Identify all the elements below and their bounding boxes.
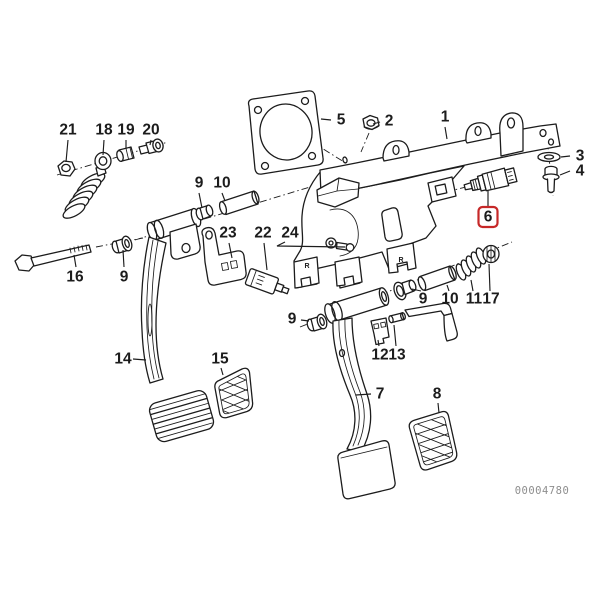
callout-4-bolt: 4 bbox=[576, 163, 585, 180]
leader-line-support-bracket bbox=[228, 242, 233, 259]
clutch-pedal-foot bbox=[148, 390, 215, 443]
callout-3-washer: 3 bbox=[576, 148, 585, 165]
washer-3 bbox=[537, 151, 561, 163]
leader-line-retaining-nut bbox=[488, 263, 491, 292]
leader-line-bushing-left bbox=[122, 249, 125, 268]
callout-7-brake-pedal: 7 bbox=[376, 386, 385, 403]
leader-line-washer bbox=[560, 155, 571, 158]
bushing-9-left bbox=[111, 235, 133, 254]
clutch-switch-6 bbox=[463, 167, 518, 192]
leader-line-hex-nut bbox=[65, 139, 69, 163]
nut-2 bbox=[362, 114, 380, 131]
bracket-23 bbox=[201, 226, 247, 286]
callout-16-pivot-bolt: 16 bbox=[66, 269, 84, 286]
leader-line-clutch-pedal-pad bbox=[220, 367, 224, 376]
nut-17 bbox=[482, 244, 500, 264]
callout-13-pin: 13 bbox=[388, 347, 406, 364]
callout-14-clutch-pedal: 14 bbox=[114, 351, 132, 368]
callout-21-hex-nut: 21 bbox=[59, 122, 77, 139]
pin-13 bbox=[388, 312, 406, 324]
callout-18-stop-collar: 18 bbox=[95, 122, 113, 139]
stop-light-switch-22 bbox=[244, 268, 290, 295]
callout-20-stop-bolt: 20 bbox=[142, 122, 159, 139]
nut-19 bbox=[116, 146, 135, 163]
bushing-9-upper bbox=[195, 204, 214, 221]
clutch-pedal-pad-15 bbox=[214, 367, 254, 419]
collar-18 bbox=[94, 151, 112, 171]
leader-line-gasket bbox=[320, 118, 332, 121]
leader-line-retaining-clip bbox=[377, 339, 380, 347]
leader-line-pivot-tube-upper bbox=[221, 192, 226, 202]
leader-line-bushing-right bbox=[411, 288, 422, 292]
clutch-pedal-bracket bbox=[169, 223, 201, 260]
callout-24-pivot-pin: 24 bbox=[281, 225, 299, 242]
pedal-bracket-frame-1 bbox=[293, 112, 561, 289]
bolt-20 bbox=[138, 138, 164, 155]
leader-line-pivot-tube-right bbox=[446, 284, 450, 292]
brake-pedal-pad-8 bbox=[408, 410, 458, 471]
callout-15-clutch-pedal-pad: 15 bbox=[211, 351, 229, 368]
clip-12 bbox=[370, 317, 390, 346]
leader-line-brake-pedal bbox=[355, 393, 372, 396]
frame-marking-R: R bbox=[398, 257, 403, 264]
callout-23-support-bracket: 23 bbox=[219, 225, 237, 242]
callout-9-bushing-brake: 9 bbox=[288, 311, 297, 328]
leader-line-return-spring bbox=[470, 279, 474, 292]
leader-line-clutch-pedal bbox=[132, 358, 147, 361]
leader-line-pivot-bolt bbox=[73, 254, 77, 268]
pedal-stop-assembly bbox=[57, 138, 164, 219]
watermark-part-number: 00004780 bbox=[514, 485, 570, 497]
leader-line-pedal-bracket bbox=[444, 126, 448, 140]
leader-line-bushing-upper bbox=[198, 192, 203, 209]
callout-9-bushing-left: 9 bbox=[120, 269, 129, 286]
frame-marking-R: R bbox=[304, 263, 309, 270]
bolt-4 bbox=[542, 165, 560, 194]
spring-11 bbox=[455, 247, 487, 281]
brake-pedal-plate bbox=[337, 440, 396, 500]
tube-10-right bbox=[417, 265, 457, 292]
leader-line-pivot-pin bbox=[276, 241, 346, 248]
callout-8-brake-pedal-pad: 8 bbox=[433, 386, 442, 403]
callout-2-hex-nut-flanged: 2 bbox=[385, 113, 394, 130]
callout-17-retaining-nut: 17 bbox=[482, 291, 499, 308]
tube-10-upper bbox=[218, 190, 260, 216]
callout-12-retaining-clip: 12 bbox=[371, 347, 388, 364]
clutch-pivot-cluster bbox=[146, 190, 260, 260]
leader-line-stop-bolt bbox=[149, 139, 152, 146]
spring bbox=[62, 172, 106, 219]
leader-line-bolt bbox=[559, 170, 571, 176]
brake-pedal-7 bbox=[324, 287, 396, 500]
leader-line-stop-collar bbox=[102, 139, 105, 156]
bolt-16 bbox=[14, 244, 92, 272]
callout-5-gasket: 5 bbox=[337, 112, 346, 129]
callout-6-clutch-switch: 6 bbox=[484, 209, 493, 226]
callout-1-pedal-bracket: 1 bbox=[441, 109, 450, 126]
nut-21 bbox=[57, 160, 76, 177]
callout-22-stop-light-switch: 22 bbox=[254, 225, 271, 242]
leader-line-stop-light-switch bbox=[263, 242, 268, 271]
gasket-5 bbox=[247, 90, 324, 175]
callout-11-return-spring: 11 bbox=[466, 291, 483, 308]
callout-9-bushing-upper: 9 bbox=[195, 175, 204, 192]
leader-line-brake-pedal-pad bbox=[437, 402, 440, 414]
leader-lines-layer bbox=[65, 118, 571, 414]
switch-striker-lever bbox=[404, 302, 458, 342]
bushing-9-brake bbox=[306, 313, 328, 332]
highlight-box bbox=[477, 205, 499, 229]
clutch-pedal-14 bbox=[140, 236, 215, 443]
bushing-9-right bbox=[393, 279, 417, 301]
leader-line-bushing-brake bbox=[300, 319, 310, 322]
callout-9-bushing-right: 9 bbox=[419, 291, 428, 308]
callout-19-knurled-nut: 19 bbox=[117, 122, 135, 139]
callout-10-pivot-tube-upper: 10 bbox=[213, 175, 230, 192]
callout-10-pivot-tube-right: 10 bbox=[441, 291, 458, 308]
leader-line-hex-nut-flanged bbox=[372, 121, 381, 125]
leader-line-pin bbox=[393, 324, 397, 347]
